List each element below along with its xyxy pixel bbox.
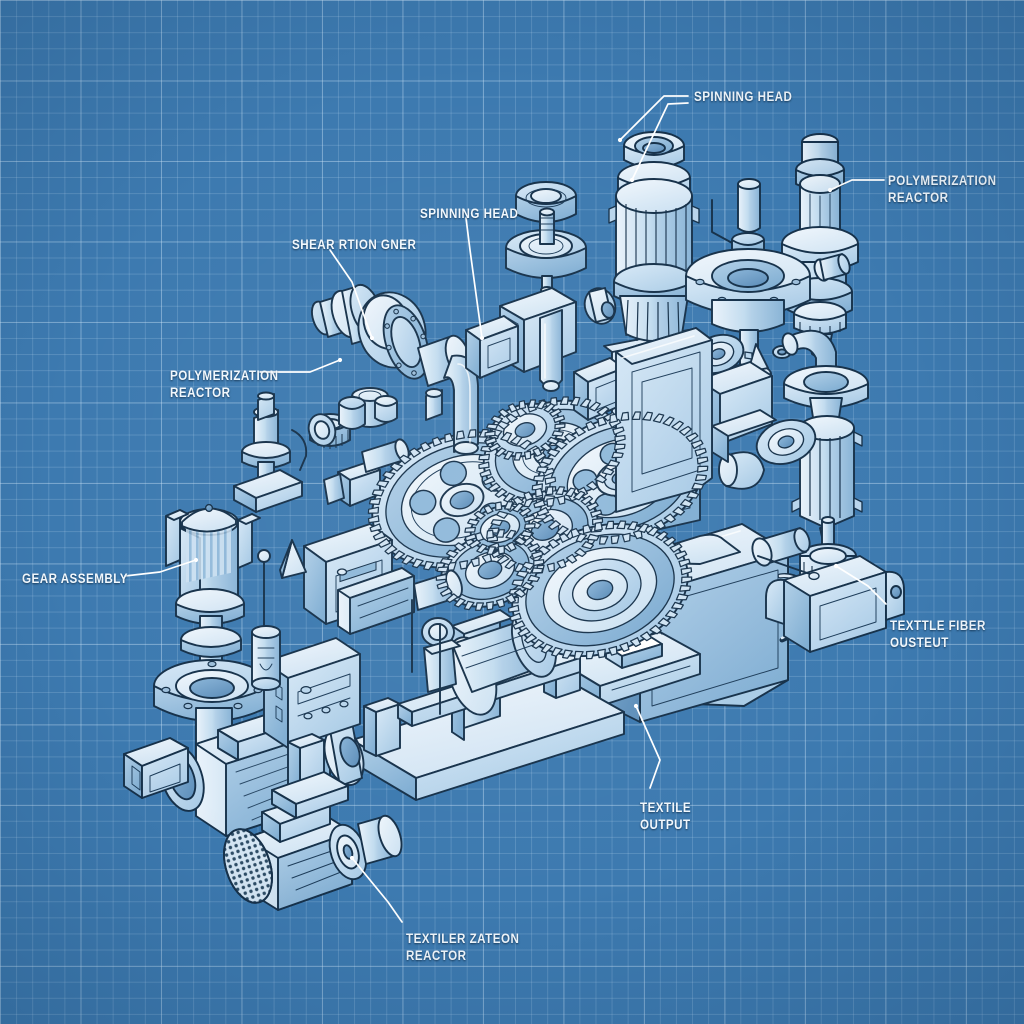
leader-gear-assembly-0 [124,559,197,577]
leader-textile-output-0 [635,705,661,789]
spool-piece [580,284,620,328]
leader-polymerization-reactor-right-0 [829,179,885,191]
leader-dot-textile-fiber-output-0 [833,563,839,569]
leader-textile-fiber-output-0 [835,565,887,605]
square-module-a [466,316,518,378]
cone-wedge [280,540,306,578]
spinning-head-motor [609,132,699,345]
probe-sensor [252,550,280,690]
leader-dot-spinning-head-mid-0 [479,335,485,341]
gear-bottom-left [432,521,549,618]
gear-assembly-motor [154,505,270,770]
polymerization-reactor-right-part [782,134,858,357]
flanged-cap-assembly [686,179,810,389]
leader-dot-polymerization-reactor-left-0 [337,357,343,363]
label-polymerization-reactor-left: POLYMERIZATION REACTOR [170,368,279,401]
leader-dot-textiler-zateon-reactor-0 [349,855,355,861]
right-gearbox [749,517,904,652]
leader-dot-shear-rotion-gner-0 [369,335,375,341]
small-bolt-part [812,253,852,283]
leader-dot-textile-output-0 [633,703,639,709]
leader-shear-rotion-gner-0 [329,249,373,339]
label-textile-output: TEXTILE OUTPUT [640,800,692,833]
label-spinning-head-top: SPINNING HEAD [694,89,793,104]
gear-teeth-generated [368,397,707,659]
polymerization-reactor-left-part [308,281,478,454]
label-textiler-zateon-reactor: TEXTILER ZATEON REACTOR [406,931,520,964]
label-gear-assembly: GEAR ASSEMBLY [22,571,128,586]
leader-dot-gear-assembly-0 [193,557,199,563]
misc-small-parts [305,389,460,714]
leader-spinning-head-top-1 [631,102,689,181]
leader-polymerization-reactor-left-0 [259,359,341,373]
leader-dot-polymerization-reactor-right-0 [827,187,833,193]
label-shear-rotion-gner: SHEAR RTION GNER [292,237,417,252]
rectangular-frame [616,328,712,512]
label-textile-fiber-output: TEXTTLE FIBER OUSTEUT [890,618,986,651]
leader-spinning-head-top-0 [619,95,689,141]
pedestal-valve-left [234,393,306,513]
leader-dot-spinning-head-top-1 [629,177,635,183]
leader-spinning-head-mid-0 [465,217,483,339]
label-spinning-head-mid: SPINNING HEAD [420,206,519,221]
vented-motor-bottom [215,796,406,910]
leader-textiler-zateon-reactor-0 [351,857,403,923]
label-polymerization-reactor-right: POLYMERIZATION REACTOR [888,173,997,206]
leader-dot-spinning-head-top-0 [617,137,623,143]
upright-panel-pillar [264,638,360,818]
